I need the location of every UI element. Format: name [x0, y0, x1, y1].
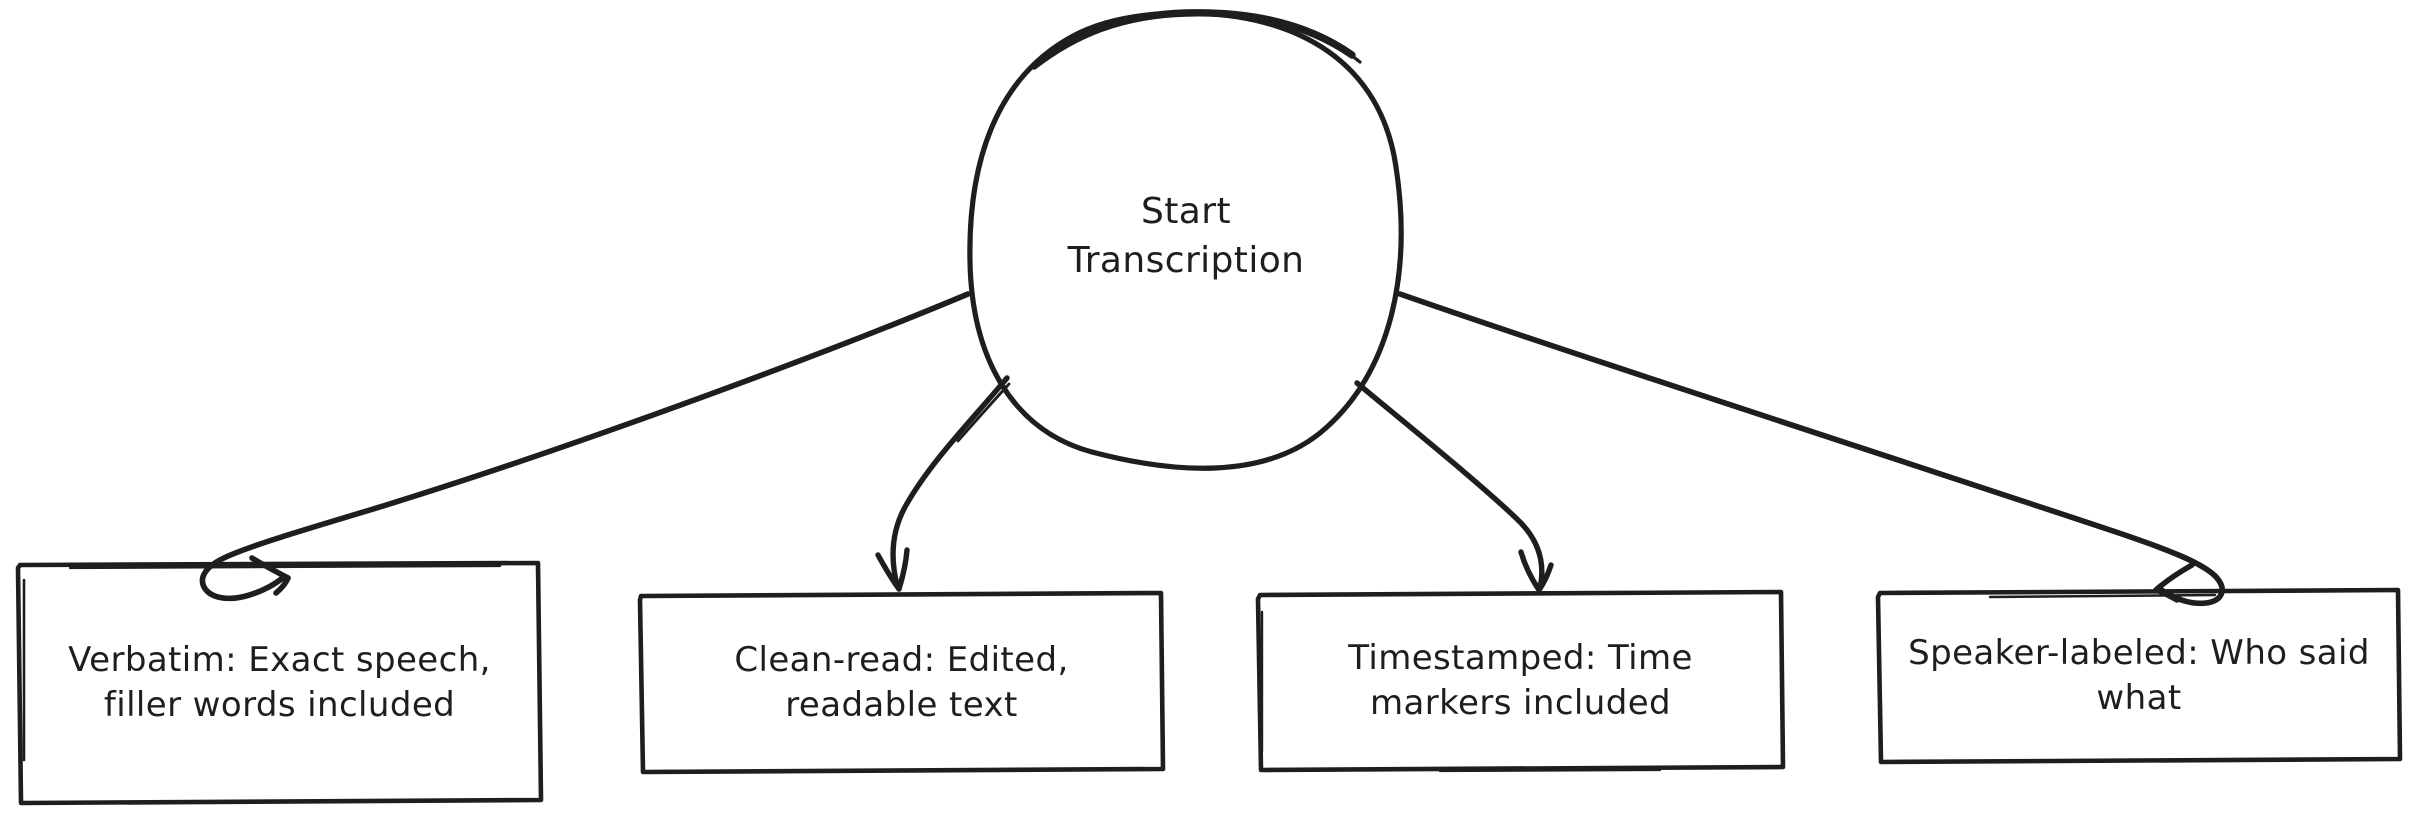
box-timestamped-outline [1255, 589, 1786, 773]
edge-start-to-timestamped [1354, 380, 1554, 593]
edge-start-to-verbatim [199, 291, 971, 602]
start-node-circle [967, 9, 1404, 471]
box-clean-read-outline [637, 590, 1166, 775]
edge-start-to-clean-read [875, 375, 1011, 592]
box-verbatim-outline [15, 560, 544, 806]
branch-node-clean-read[interactable] [640, 593, 1163, 772]
branch-node-speaker-labeled[interactable] [1878, 590, 2400, 762]
branch-node-timestamped[interactable] [1258, 592, 1783, 770]
start-node[interactable] [970, 12, 1402, 462]
box-speaker-labeled-outline [1875, 587, 2403, 765]
branch-node-verbatim[interactable] [17, 562, 542, 803]
